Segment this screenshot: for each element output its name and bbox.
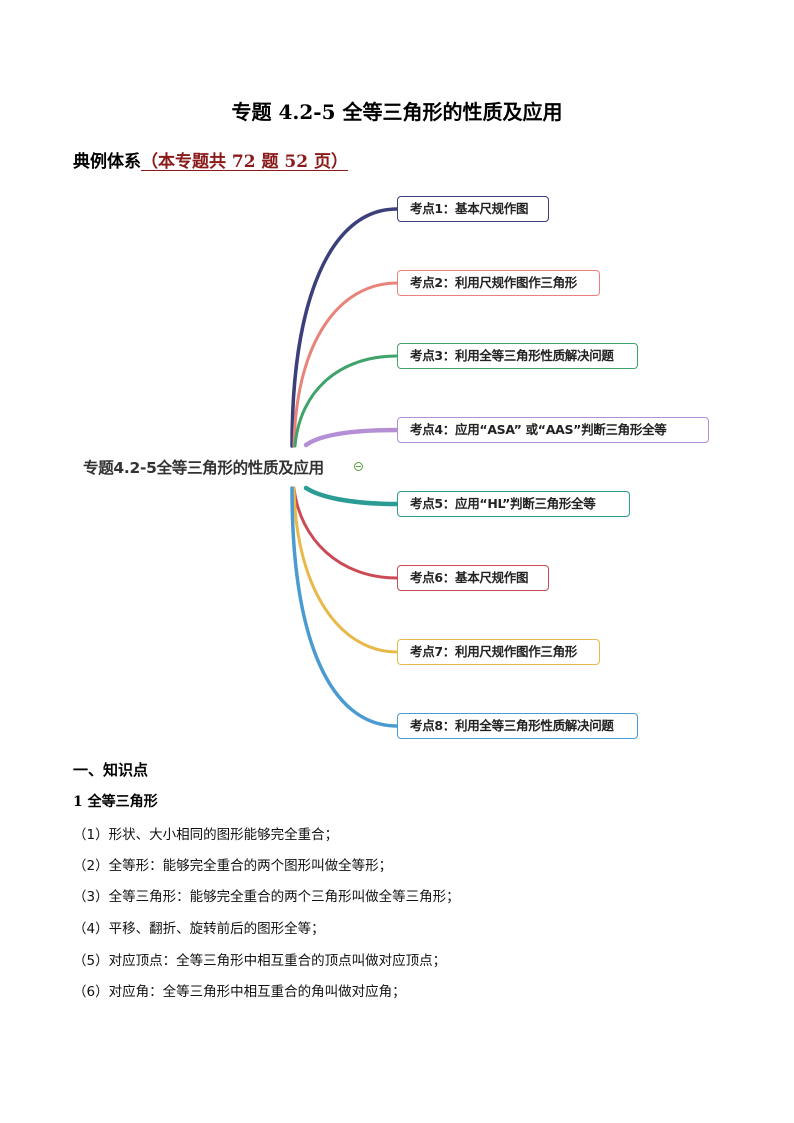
minus-circle-icon[interactable]: [354, 462, 363, 471]
section-note: （本专题共 72 题 52 页）: [141, 152, 348, 172]
knowledge-subtitle: 1 全等三角形: [73, 794, 158, 810]
mindmap-node-8[interactable]: 考点8：利用全等三角形性质解决问题: [397, 713, 638, 739]
branch-2: [292, 281, 399, 448]
mindmap-node-3[interactable]: 考点3：利用全等三角形性质解决问题: [397, 343, 638, 369]
mindmap-node-4[interactable]: 考点4：应用“ASA” 或“AAS”判断三角形全等: [397, 417, 709, 443]
document-title: 专题 4.2-5 全等三角形的性质及应用: [231, 100, 563, 124]
mindmap-node-1[interactable]: 考点1：基本尺规作图: [397, 196, 549, 222]
knowledge-item: （6）对应角：全等三角形中相互重合的角叫做对应角；: [73, 984, 406, 1000]
branch-4: [303, 427, 400, 448]
branch-6: [292, 486, 399, 580]
mindmap-node-5[interactable]: 考点5：应用“HL”判断三角形全等: [397, 491, 630, 517]
branch-5: [303, 485, 400, 507]
knowledge-title: 一、知识点: [73, 761, 149, 779]
branch-8: [290, 486, 399, 728]
branch-7: [292, 486, 399, 654]
mindmap-node-2[interactable]: 考点2：利用尺规作图作三角形: [397, 270, 600, 296]
branch-1: [290, 207, 399, 448]
knowledge-item: （5）对应顶点：全等三角形中相互重合的顶点叫做对应顶点；: [73, 953, 447, 969]
knowledge-item: （4）平移、翻折、旋转前后的图形全等；: [73, 921, 325, 937]
section-heading-label: 典例体系: [73, 152, 141, 172]
mindmap-node-6[interactable]: 考点6：基本尺规作图: [397, 565, 549, 591]
branch-3: [293, 354, 399, 448]
mindmap-node-7[interactable]: 考点7：利用尺规作图作三角形: [397, 639, 600, 665]
section-heading: 典例体系（本专题共 72 题 52 页）: [73, 147, 348, 172]
mindmap-branches: [290, 207, 400, 728]
knowledge-item: （3）全等三角形：能够完全重合的两个三角形叫做全等三角形；: [73, 889, 460, 905]
knowledge-item: （1）形状、大小相同的图形能够完全重合；: [73, 827, 339, 843]
mindmap-root[interactable]: 专题4.2-5全等三角形的性质及应用: [83, 459, 324, 477]
knowledge-item: （2）全等形：能够完全重合的两个图形叫做全等形；: [73, 858, 393, 874]
mindmap: 专题4.2-5全等三角形的性质及应用 考点1：基本尺规作图 考点2：利用尺规作图…: [83, 196, 709, 739]
